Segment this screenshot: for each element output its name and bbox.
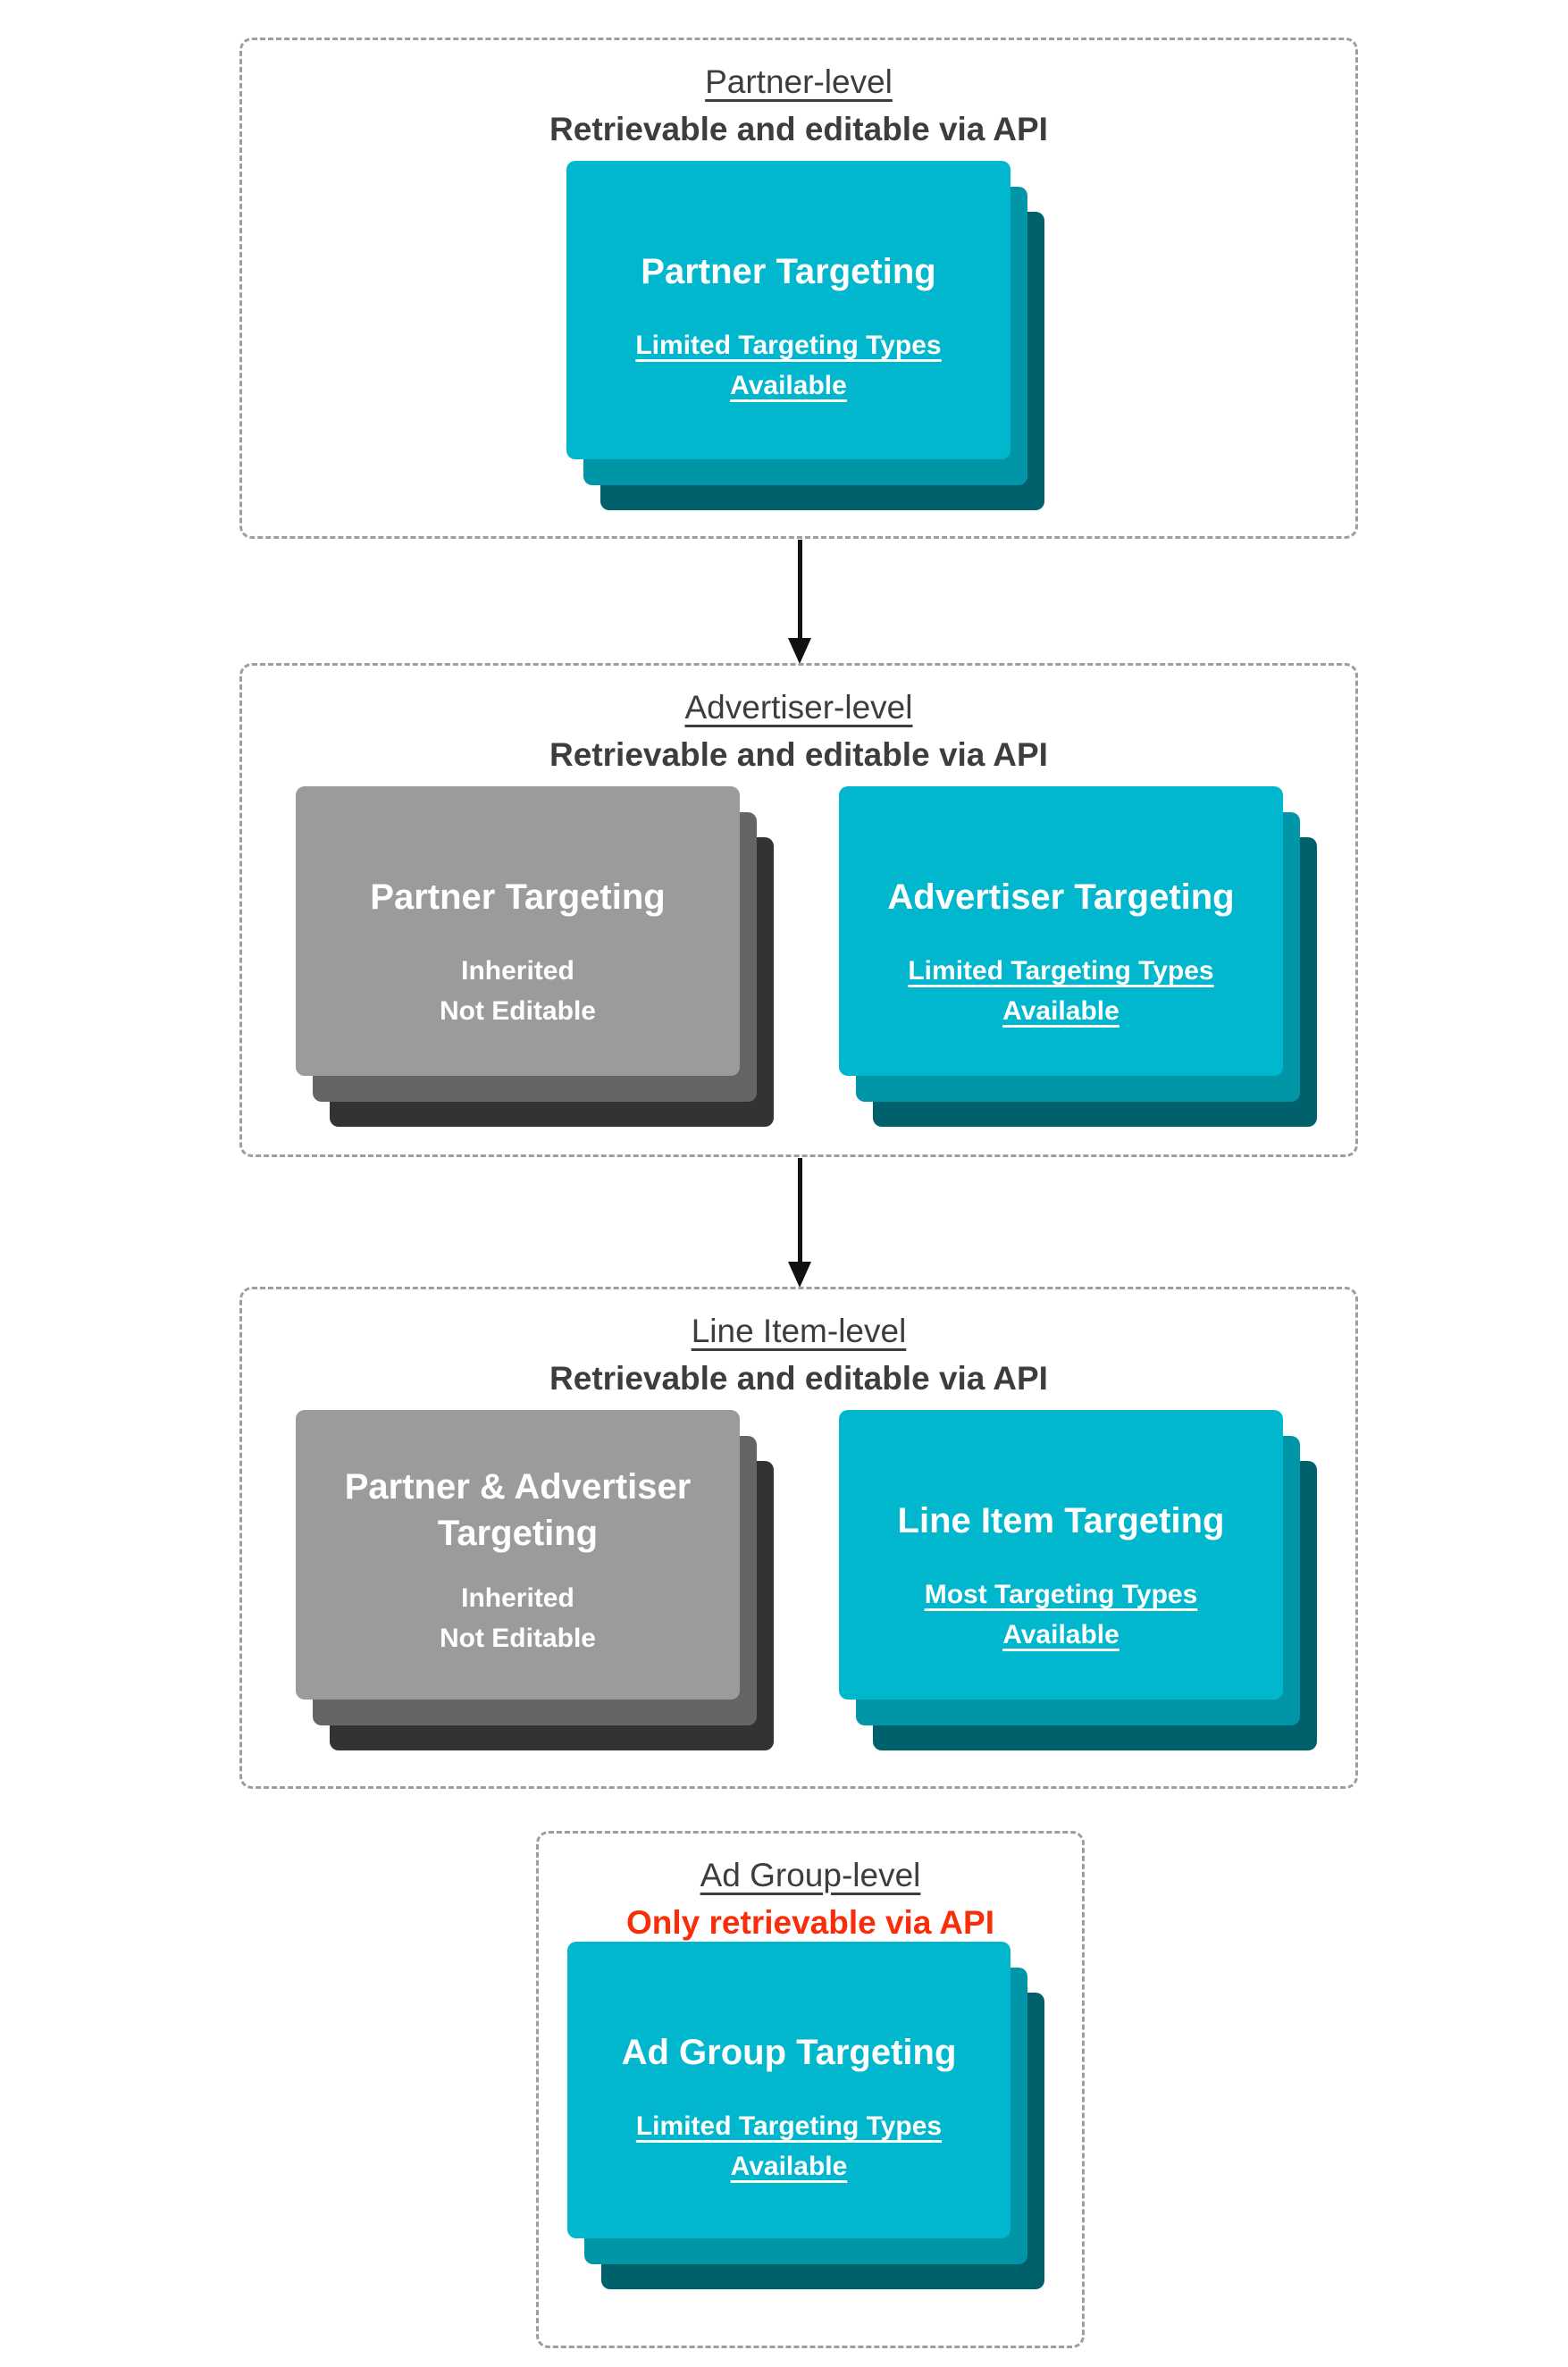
card-body-line: Available [730,2152,848,2181]
card-title-line: Targeting [437,1514,599,1553]
card-line-item-targeting: Line Item Targeting Most Targeting Types… [839,1410,1317,1750]
card-body-line: Limited Targeting Types [908,956,1214,986]
section-partner-level: Partner-level Retrievable and editable v… [239,38,1358,539]
section-header: Line Item-level Retrievable and editable… [242,1307,1355,1402]
card-partner-targeting-inherited: Partner Targeting Inherited Not Editable [296,786,774,1127]
card-body: Most Targeting Types Available [925,1574,1198,1655]
card-title-line: Partner & Advertiser [344,1467,692,1507]
section-subtitle: Only retrievable via API [626,1904,994,1941]
card-body-line: Inherited [461,1583,574,1613]
card-title: Partner Targeting [641,252,936,291]
card-title: Ad Group Targeting [621,2033,957,2072]
card-body: Limited Targeting Types Available [636,2106,942,2187]
card-partner-advertiser-targeting-inherited: Partner & Advertiser Targeting Inherited… [296,1410,774,1750]
card-partner-targeting: Partner Targeting Limited Targeting Type… [566,161,1044,510]
card-content: Ad Group Targeting Limited Targeting Typ… [567,1942,1010,2238]
card-body-line: Not Editable [439,996,596,1026]
section-title: Ad Group-level [700,1857,921,1893]
card-front: Ad Group Targeting Limited Targeting Typ… [567,1942,1010,2238]
section-title: Partner-level [705,63,893,100]
section-title: Line Item-level [691,1313,907,1349]
card-body-line: Limited Targeting Types [635,331,942,360]
card-body-line: Limited Targeting Types [635,2111,943,2141]
card-body-line: Inherited [461,956,574,986]
section-subtitle: Retrievable and editable via API [549,1360,1048,1397]
card-title: Advertiser Targeting [887,877,1235,917]
section-header: Ad Group-level Only retrievable via API [539,1851,1082,1946]
card-title: Partner Targeting [370,877,666,917]
card-title: Partner & Advertiser Targeting [345,1464,692,1557]
card-front: Partner Targeting Limited Targeting Type… [566,161,1010,459]
card-front: Partner Targeting Inherited Not Editable [296,786,740,1076]
section-advertiser-level: Advertiser-level Retrievable and editabl… [239,663,1358,1157]
section-ad-group-level: Ad Group-level Only retrievable via API [536,1831,1085,2348]
card-content: Advertiser Targeting Limited Targeting T… [839,786,1283,1076]
section-header: Partner-level Retrievable and editable v… [242,58,1355,153]
arrow-head [788,638,811,664]
section-subtitle: Retrievable and editable via API [549,736,1048,773]
section-title: Advertiser-level [684,689,913,726]
card-front: Line Item Targeting Most Targeting Types… [839,1410,1283,1700]
card-body-line: Available [1002,1620,1119,1649]
card-front: Advertiser Targeting Limited Targeting T… [839,786,1283,1076]
card-body-line: Available [730,371,847,400]
card-body-line: Not Editable [439,1624,596,1653]
card-content: Line Item Targeting Most Targeting Types… [839,1410,1283,1700]
card-advertiser-targeting: Advertiser Targeting Limited Targeting T… [839,786,1317,1127]
section-header: Advertiser-level Retrievable and editabl… [242,684,1355,778]
card-body: Inherited Not Editable [440,1578,596,1658]
card-body: Inherited Not Editable [440,951,596,1031]
card-ad-group-targeting: Ad Group Targeting Limited Targeting Typ… [567,1942,1044,2289]
arrow-head [788,1262,811,1288]
card-body-line: Available [1002,996,1119,1026]
card-body: Limited Targeting Types Available [635,325,941,406]
card-content: Partner Targeting Limited Targeting Type… [566,161,1010,459]
arrow-down-icon [788,540,811,664]
card-front: Partner & Advertiser Targeting Inherited… [296,1410,740,1700]
arrow-shaft [797,540,802,638]
section-subtitle: Retrievable and editable via API [549,111,1048,147]
arrow-shaft [797,1158,802,1262]
card-body: Limited Targeting Types Available [908,951,1213,1031]
card-content: Partner & Advertiser Targeting Inherited… [296,1410,740,1700]
card-content: Partner Targeting Inherited Not Editable [296,786,740,1076]
section-line-item-level: Line Item-level Retrievable and editable… [239,1287,1358,1789]
card-title: Line Item Targeting [897,1501,1225,1540]
card-body-line: Most Targeting Types [924,1580,1198,1609]
arrow-down-icon [788,1158,811,1288]
